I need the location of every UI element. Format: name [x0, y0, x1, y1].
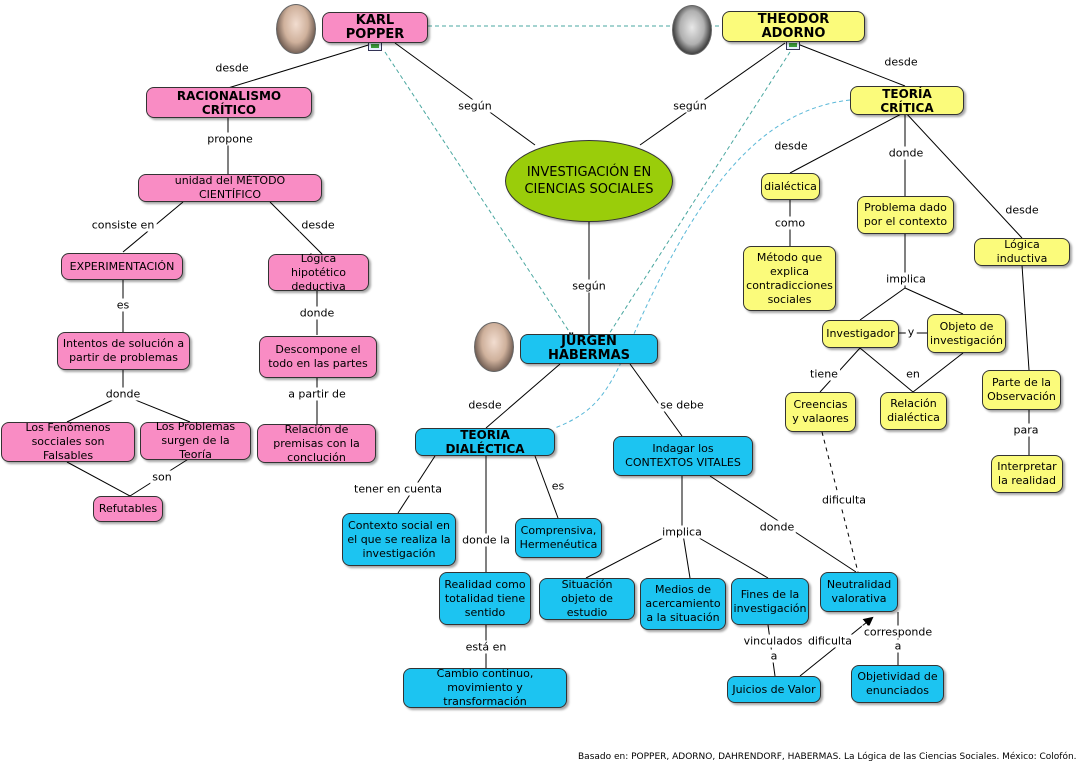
node-refutables[interactable]: Refutables — [93, 496, 163, 522]
node-logica-hipotetico[interactable]: Lógica hipotético deductiva — [268, 252, 369, 293]
link-label: para — [1011, 423, 1041, 437]
link-label: según — [456, 99, 494, 113]
link-label: dificulta — [805, 634, 855, 648]
link-label: como — [772, 216, 808, 230]
link-label: consiste en — [89, 218, 157, 232]
node-karl-popper[interactable]: KARL POPPER — [322, 12, 428, 43]
link-label: está en — [463, 640, 509, 654]
node-comprensiva-hermeneutica[interactable]: Comprensiva, Hermenéutica — [515, 518, 602, 558]
link-label: a — [892, 639, 904, 653]
link-label: donde — [103, 387, 143, 401]
node-juicios-valor[interactable]: Juicios de Valor — [727, 676, 821, 703]
node-cambio-continuo[interactable]: Cambio continuo, movimiento y transforma… — [403, 667, 567, 708]
node-teoria-critica[interactable]: TEORÍA CRÍTICA — [850, 86, 964, 115]
portrait-habermas-icon — [474, 322, 514, 372]
node-racionalismo-critico[interactable]: RACIONALISMO CRÍTICO — [146, 87, 312, 118]
link-label: corresponde — [861, 625, 935, 639]
node-jurgen-habermas[interactable]: JÜRGEN HABERMAS — [520, 334, 658, 364]
link-label: desde — [213, 61, 251, 75]
node-indagar-contextos[interactable]: Indagar los CONTEXTOS VITALES — [613, 436, 753, 476]
node-objetividad-enunciados[interactable]: Objetividad de enunciados — [851, 665, 944, 703]
portrait-popper-icon — [276, 4, 316, 54]
link-label: tiene — [808, 367, 840, 381]
node-situacion-objeto[interactable]: Situación objeto de estudio — [539, 578, 635, 620]
link-label: y — [905, 325, 917, 339]
node-fenomenos-falsables[interactable]: Los Fenómenos socciales son Falsables — [1, 421, 135, 462]
node-relacion-premisas[interactable]: Relación de premisas con la conclución — [257, 423, 376, 464]
link-label: es — [549, 479, 567, 493]
node-objeto-investigacion[interactable]: Objeto de investigación — [927, 314, 1006, 353]
link-label: vinculados — [741, 634, 805, 648]
link-label: desde — [882, 55, 920, 69]
link-label: donde — [757, 520, 797, 534]
node-contexto-social[interactable]: Contexto social en el que se realiza la … — [342, 513, 456, 566]
link-label: desde — [299, 218, 337, 232]
node-fines-investigacion[interactable]: Fines de la investigación — [731, 578, 809, 625]
node-metodo-contradicciones[interactable]: Método que explica contradicciones socia… — [743, 246, 836, 311]
node-descompone-todo[interactable]: Descompone el todo en las partes — [259, 336, 377, 378]
link-label: implica — [660, 525, 704, 539]
node-creencias-valores[interactable]: Creencias y valaores — [785, 392, 856, 432]
node-teoria-dialectica[interactable]: TEORIA DIALÉCTICA — [415, 428, 555, 456]
node-realidad-totalidad[interactable]: Realidad como totalidad tiene sentido — [439, 572, 531, 625]
link-label: según — [570, 279, 608, 293]
node-relacion-dialectica[interactable]: Relación dialéctica — [880, 392, 947, 430]
node-interpretar-realidad[interactable]: Interpretar la realidad — [991, 455, 1063, 493]
footer-citation: Basado en: POPPER, ADORNO, DAHRENDORF, H… — [578, 752, 1077, 762]
link-label: dificulta — [819, 493, 869, 507]
link-label: según — [671, 99, 709, 113]
node-neutralidad-valorativa[interactable]: Neutralidad valorativa — [820, 572, 898, 612]
link-label: propone — [205, 132, 255, 146]
node-investigador[interactable]: Investigador — [822, 320, 899, 348]
node-parte-observacion[interactable]: Parte de la Observación — [982, 370, 1061, 410]
node-intentos-solucion[interactable]: Intentos de solución a partir de problem… — [57, 332, 190, 370]
link-label: donde la — [460, 533, 512, 547]
link-label: implica — [884, 272, 928, 286]
node-metodo-cientifico[interactable]: unidad del MÉTODO CIENTÍFICO — [138, 174, 322, 202]
node-theodor-adorno[interactable]: THEODOR ADORNO — [722, 11, 865, 42]
link-label: en — [904, 367, 922, 381]
link-label: son — [150, 470, 174, 484]
link-label: donde — [297, 306, 337, 320]
link-label: se debe — [658, 398, 706, 412]
link-label: es — [114, 298, 132, 312]
node-dialectica[interactable]: dialéctica — [761, 173, 820, 200]
node-experimentacion[interactable]: EXPERIMENTACIÓN — [61, 253, 183, 280]
node-logica-inductiva[interactable]: Lógica inductiva — [974, 238, 1070, 266]
link-label: desde — [466, 398, 504, 412]
portrait-adorno-icon — [672, 5, 712, 55]
node-medios-acercamiento[interactable]: Medios de acercamiento a la situación — [640, 578, 726, 630]
node-center-topic[interactable]: INVESTIGACIÓN EN CIENCIAS SOCIALES — [505, 140, 673, 222]
node-problema-contexto[interactable]: Problema dado por el contexto — [857, 196, 954, 234]
link-label: desde — [772, 139, 810, 153]
link-label: donde — [886, 146, 926, 160]
link-label: a partir de — [286, 387, 348, 401]
link-label: desde — [1003, 203, 1041, 217]
node-problemas-teoria[interactable]: Los Problemas surgen de la Teoría — [140, 420, 251, 461]
link-label: a — [768, 649, 780, 663]
link-label: tener en cuenta — [352, 482, 444, 496]
